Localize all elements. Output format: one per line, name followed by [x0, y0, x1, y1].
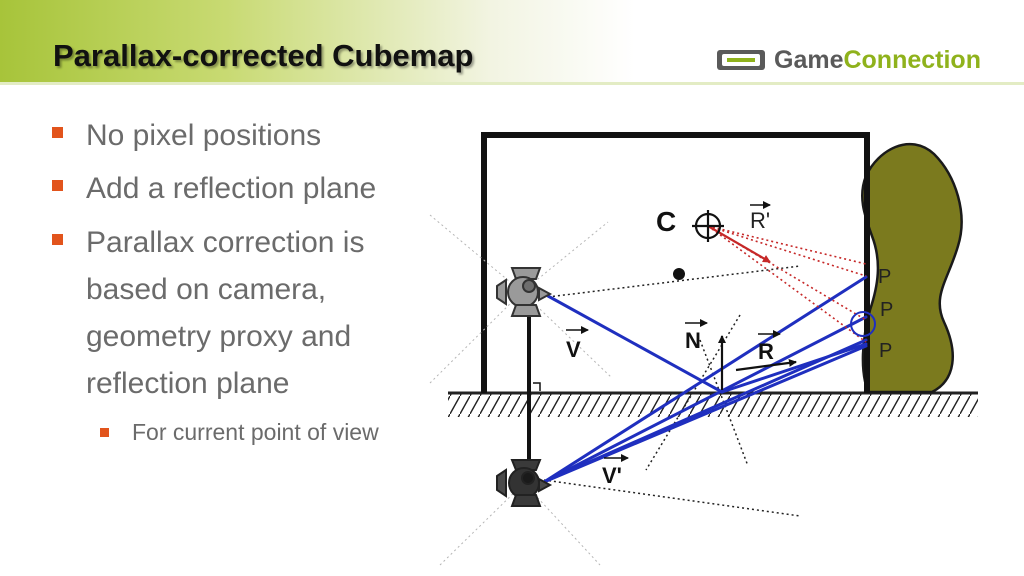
bullet-square-icon — [52, 127, 63, 138]
label-v-prime: V' — [602, 463, 622, 488]
room-proxy-box — [481, 132, 870, 393]
reflect-vector — [735, 358, 797, 372]
mirrored-camera-icon — [496, 459, 553, 507]
title-bar — [0, 0, 1024, 82]
logo-text-connection: Connection — [843, 45, 981, 74]
reference-point — [673, 268, 685, 280]
label-p-top: P — [878, 266, 891, 288]
bullet-square-icon — [100, 428, 109, 437]
logo-mark-icon — [717, 50, 765, 70]
label-v: V — [566, 337, 581, 362]
parallax-diagram: C R' P P P V N R V' — [429, 132, 978, 566]
label-r-prime: R' — [750, 208, 770, 233]
probe-dotted-lines — [707, 225, 867, 343]
bullet-square-icon — [52, 180, 63, 191]
intersection-marker — [850, 311, 876, 337]
bullet-text: No pixel positions — [86, 119, 322, 152]
probe-center-crosshair-icon — [692, 210, 724, 242]
right-angle-mark — [533, 382, 541, 391]
slide-title: Parallax-corrected Cubemap — [53, 38, 474, 73]
sub-bullet-text: For current point of view — [132, 419, 379, 445]
camera-icon — [496, 267, 553, 317]
label-p-bottom: P — [879, 340, 892, 362]
bullet-text: Add a reflection plane — [86, 172, 377, 205]
bullet-square-icon — [52, 234, 63, 245]
bullet-item: Add a reflection plane — [48, 165, 448, 212]
logo-text-game: Game — [774, 45, 844, 74]
label-n: N — [685, 328, 701, 353]
bullet-item: Parallax correction is based on camera, … — [48, 219, 418, 407]
title-divider — [0, 82, 1024, 85]
reflection-rays — [542, 275, 868, 484]
label-p-middle: P — [880, 299, 893, 321]
bullet-item: No pixel positions — [48, 112, 448, 159]
label-c: C — [656, 206, 676, 237]
label-r: R — [758, 339, 774, 364]
bullet-text: Parallax correction is based on camera, … — [86, 226, 365, 400]
geometry-blob — [861, 142, 963, 394]
gameconnection-logo: GameConnection — [716, 46, 981, 74]
sub-bullet-item: For current point of view — [100, 417, 379, 447]
